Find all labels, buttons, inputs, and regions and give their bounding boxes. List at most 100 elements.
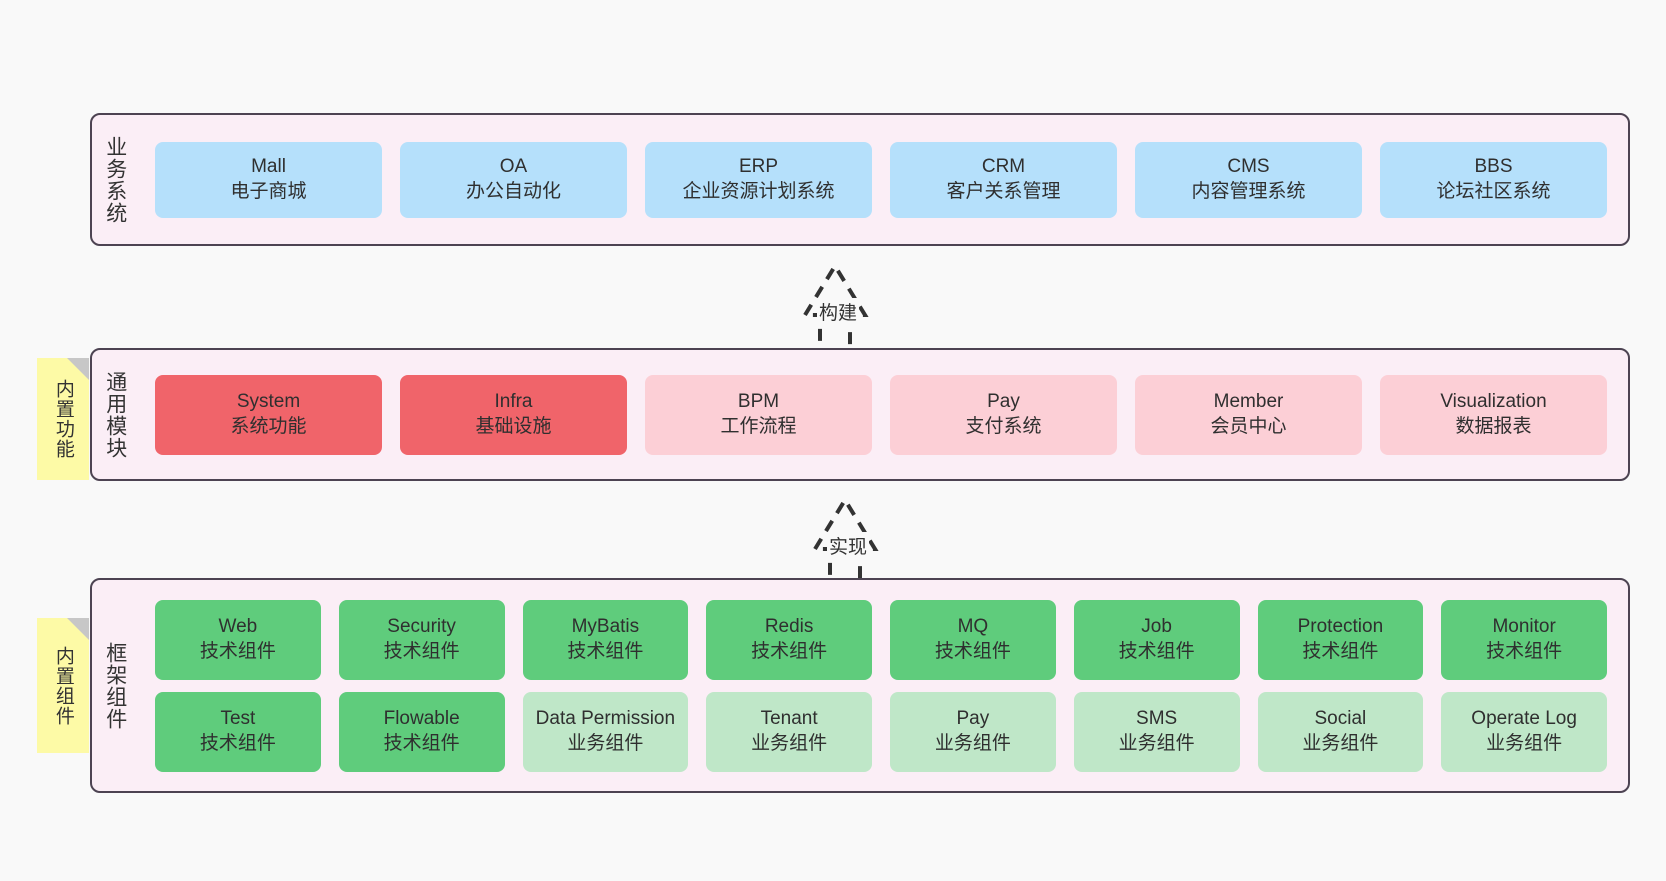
box-sms-name: SMS: [1136, 708, 1178, 730]
box-security-desc: 技术组件: [383, 640, 460, 662]
box-visualization[interactable]: Visualization 数据报表: [1380, 374, 1607, 455]
box-tenant[interactable]: Tenant 业务组件: [706, 691, 872, 772]
box-member-desc: 会员中心: [1210, 415, 1287, 437]
box-infra-name: Infra: [494, 391, 533, 413]
box-oa-name: OA: [499, 156, 528, 178]
dashed-up-arrow-icon: [801, 262, 869, 353]
box-web-desc: 技术组件: [199, 640, 276, 662]
note-builtin-features: 内置功能: [37, 358, 89, 480]
box-pay-component-name: Pay: [956, 708, 990, 730]
box-flowable-name: Flowable: [383, 708, 460, 730]
note-builtin-features-label: 内置功能: [52, 379, 74, 459]
box-operate-log[interactable]: Operate Log 业务组件: [1441, 691, 1607, 772]
box-test-name: Test: [220, 708, 256, 730]
box-mall-desc: 电子商城: [230, 180, 307, 202]
box-infra[interactable]: Infra 基础设施: [400, 374, 627, 455]
box-crm[interactable]: CRM 客户关系管理: [890, 141, 1117, 218]
box-bpm-desc: 工作流程: [720, 415, 797, 437]
box-tenant-name: Tenant: [760, 708, 818, 730]
box-redis-name: Redis: [764, 616, 814, 638]
layer-business-systems: 业务系统 Mall 电子商城 OA 办公自动化 ERP 企业资源计划系统 CRM…: [90, 113, 1630, 246]
note-builtin-components-label: 内置组件: [52, 645, 74, 726]
box-bbs-name: BBS: [1474, 156, 1513, 178]
box-system-name: System: [236, 391, 301, 413]
box-protection-name: Protection: [1297, 616, 1384, 638]
box-pay-component[interactable]: Pay 业务组件: [890, 691, 1056, 772]
box-mall[interactable]: Mall 电子商城: [155, 141, 382, 218]
box-web[interactable]: Web 技术组件: [155, 599, 321, 680]
box-job[interactable]: Job 技术组件: [1073, 599, 1240, 680]
box-operate-log-desc: 业务组件: [1486, 732, 1563, 754]
box-test[interactable]: Test 技术组件: [155, 691, 321, 772]
box-mall-name: Mall: [251, 156, 286, 178]
box-mybatis-desc: 技术组件: [567, 640, 644, 662]
box-visualization-desc: 数据报表: [1455, 415, 1532, 437]
box-cms-name: CMS: [1227, 156, 1270, 178]
framework-row-business: Test 技术组件 Flowable 技术组件 Data Permission …: [146, 691, 1616, 772]
box-social-desc: 业务组件: [1302, 732, 1379, 754]
box-system[interactable]: System 系统功能: [155, 374, 382, 455]
framework-row-technical: Web 技术组件 Security 技术组件 MyBatis 技术组件 Redi…: [146, 599, 1616, 680]
box-bpm-name: BPM: [737, 391, 780, 413]
box-crm-name: CRM: [981, 156, 1026, 178]
layer-business-systems-label: 业务系统: [103, 135, 127, 224]
layer-framework-components-label: 框架组件: [103, 641, 127, 730]
box-oa[interactable]: OA 办公自动化: [400, 141, 627, 218]
box-pay-component-desc: 业务组件: [934, 732, 1011, 754]
box-security-name: Security: [387, 616, 456, 638]
box-redis[interactable]: Redis 技术组件: [706, 599, 872, 680]
box-bbs-desc: 论坛社区系统: [1436, 180, 1551, 202]
box-web-name: Web: [218, 616, 258, 638]
layer-common-modules-items: System 系统功能 Infra 基础设施 BPM 工作流程 Pay 支付系统…: [138, 350, 1628, 479]
layer-framework-components-items: Web 技术组件 Security 技术组件 MyBatis 技术组件 Redi…: [138, 580, 1628, 791]
box-job-name: Job: [1141, 616, 1172, 638]
box-mq-desc: 技术组件: [934, 640, 1011, 662]
box-cms[interactable]: CMS 内容管理系统: [1135, 141, 1362, 218]
connector-implement-arrow: 实现: [765, 492, 925, 587]
box-pay-module-name: Pay: [987, 391, 1020, 413]
box-oa-desc: 办公自动化: [465, 180, 561, 202]
box-monitor-desc: 技术组件: [1486, 640, 1563, 662]
layer-framework-components: 框架组件 Web 技术组件 Security 技术组件 MyBatis 技术组件…: [90, 578, 1630, 793]
connector-build-arrow: 构建: [755, 258, 915, 353]
box-cms-desc: 内容管理系统: [1191, 180, 1306, 202]
box-protection[interactable]: Protection 技术组件: [1257, 599, 1424, 680]
box-erp-desc: 企业资源计划系统: [682, 180, 835, 202]
box-member-name: Member: [1213, 391, 1284, 413]
box-crm-desc: 客户关系管理: [946, 180, 1061, 202]
box-sms-desc: 业务组件: [1118, 732, 1195, 754]
box-mq[interactable]: MQ 技术组件: [890, 599, 1056, 680]
box-infra-desc: 基础设施: [475, 415, 552, 437]
box-mybatis[interactable]: MyBatis 技术组件: [522, 599, 689, 680]
box-data-permission[interactable]: Data Permission 业务组件: [522, 691, 689, 772]
box-pay-module-desc: 支付系统: [965, 415, 1042, 437]
note-builtin-components: 内置组件: [37, 618, 89, 753]
box-monitor[interactable]: Monitor 技术组件: [1441, 599, 1607, 680]
box-pay-module[interactable]: Pay 支付系统: [890, 374, 1117, 455]
layer-common-modules-label: 通用模块: [103, 370, 127, 459]
box-data-permission-name: Data Permission: [535, 708, 676, 730]
box-visualization-name: Visualization: [1440, 391, 1547, 413]
box-security[interactable]: Security 技术组件: [338, 599, 505, 680]
connector-implement-label: 实现: [827, 532, 870, 559]
box-test-desc: 技术组件: [199, 732, 276, 754]
box-system-desc: 系统功能: [230, 415, 307, 437]
box-redis-desc: 技术组件: [751, 640, 828, 662]
box-bpm[interactable]: BPM 工作流程: [645, 374, 872, 455]
box-job-desc: 技术组件: [1118, 640, 1195, 662]
box-social[interactable]: Social 业务组件: [1257, 691, 1424, 772]
connector-build-label: 构建: [817, 298, 860, 325]
box-sms[interactable]: SMS 业务组件: [1073, 691, 1240, 772]
box-data-permission-desc: 业务组件: [567, 732, 644, 754]
box-tenant-desc: 业务组件: [751, 732, 828, 754]
box-bbs[interactable]: BBS 论坛社区系统: [1380, 141, 1607, 218]
layer-common-modules: 通用模块 System 系统功能 Infra 基础设施 BPM 工作流程 Pay…: [90, 348, 1630, 481]
layer-business-systems-items: Mall 电子商城 OA 办公自动化 ERP 企业资源计划系统 CRM 客户关系…: [138, 115, 1628, 244]
box-flowable[interactable]: Flowable 技术组件: [338, 691, 505, 772]
box-erp-name: ERP: [738, 156, 779, 178]
box-flowable-desc: 技术组件: [383, 732, 460, 754]
box-protection-desc: 技术组件: [1302, 640, 1379, 662]
box-operate-log-name: Operate Log: [1471, 708, 1577, 730]
box-member[interactable]: Member 会员中心: [1135, 374, 1362, 455]
box-erp[interactable]: ERP 企业资源计划系统: [645, 141, 872, 218]
